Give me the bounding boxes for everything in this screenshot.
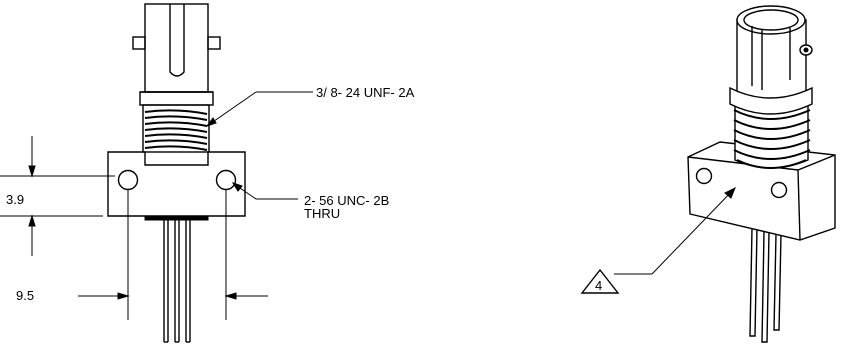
mounting-hole-right bbox=[215, 169, 237, 191]
iso-thread-section bbox=[733, 103, 811, 169]
height-dimension-text: 3.9 bbox=[6, 192, 24, 207]
hole-callout-line1: 2- 56 UNC- 2B bbox=[304, 193, 389, 208]
iso-mounting-hole-right bbox=[770, 181, 788, 199]
iso-leads bbox=[749, 227, 782, 343]
iso-mounting-hole-left bbox=[695, 167, 713, 185]
hole-callout-line2: THRU bbox=[304, 206, 340, 221]
connector-leads bbox=[163, 220, 191, 343]
iso-barrel bbox=[729, 5, 813, 115]
thread-leader bbox=[205, 91, 313, 127]
thread-section bbox=[142, 104, 210, 153]
front-view: 3/ 8- 24 UNF- 2A 2- 56 UNC- 2B THRU 3.9 bbox=[0, 3, 415, 343]
isometric-view: 4 bbox=[580, 5, 836, 343]
width-dimension bbox=[78, 190, 268, 320]
note-symbol-text: 4 bbox=[595, 278, 602, 293]
hole-leader bbox=[231, 182, 298, 200]
note-leader bbox=[614, 186, 736, 275]
bayonet-barrel bbox=[132, 3, 221, 106]
width-dimension-text: 9.5 bbox=[16, 288, 34, 303]
iso-flange-block bbox=[687, 141, 836, 241]
note-triangle bbox=[580, 268, 620, 294]
height-dimension bbox=[0, 136, 115, 256]
mounting-hole-left bbox=[117, 169, 139, 191]
thread-callout: 3/ 8- 24 UNF- 2A bbox=[316, 85, 415, 100]
mounting-flange bbox=[107, 151, 246, 221]
